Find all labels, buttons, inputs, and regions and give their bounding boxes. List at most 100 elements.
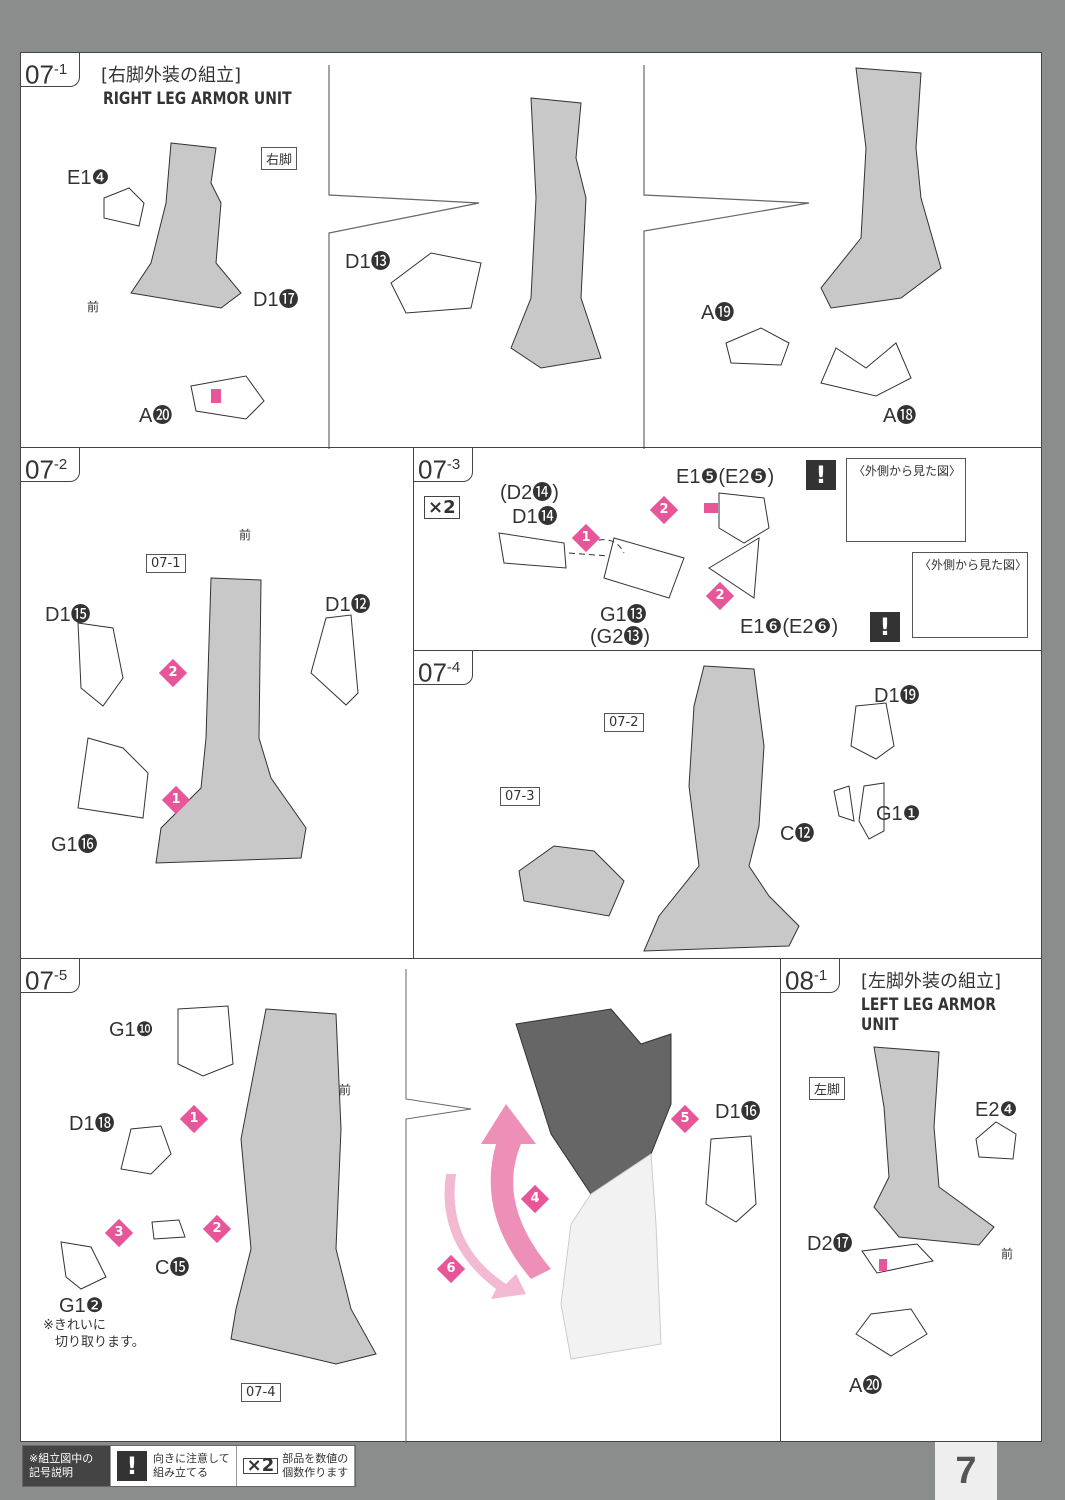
step-marker: 1 [161,785,191,815]
legend-text: 部品を数値の [282,1452,349,1465]
step-07-3-panel: 07-3 ×2 (D2⓮) D1⓮ E1❺(E2❺) ! G1⓭ (G2⓭) E… [413,447,1042,651]
step-title-en: LEFT LEG ARMOR UNIT [861,995,996,1035]
armor-part [190,375,265,420]
armor-part [855,1308,928,1357]
cut-cleanly-note: ※きれいに切り取ります。 [43,1317,145,1351]
step-number: 07-2 [21,448,81,485]
part-label: G1❷ [59,1295,104,1317]
step-07-5-panel: 07-5 G1❿ D1⓲ C⓯ G1❷ D1⓰ ※きれいに切り取ります。 前 0… [20,958,781,1443]
step-07-1-panel: 07-1 [右脚外装の組立] RIGHT LEG ARMOR UNIT 右脚 E… [20,52,1042,449]
armor-part [310,614,359,706]
front-direction-label: 前 [239,528,252,542]
panel-dividers [328,65,810,449]
armor-part [77,622,124,707]
leg-illustration [155,577,307,864]
step-number: 07-1 [21,53,81,90]
part-label: G1❿ [109,1019,154,1041]
part-label: C⓬ [780,823,815,845]
legend-text: 個数作ります [282,1466,349,1479]
step-marker: 2 [158,658,188,688]
part-label: G1⓰ [51,834,98,856]
step-title-jp: [左脚外装の組立] [861,971,1002,992]
inset-caption: 〈外側から見た図〉 [919,558,1028,572]
step-marker: 4 [520,1184,550,1214]
left-leg-tag: 左脚 [809,1077,846,1100]
leg-illustration [643,665,800,952]
part-label: D1⓯ [45,604,91,626]
part-label: D1⓬ [325,594,371,616]
armor-part [77,737,149,819]
warning-icon: ! [117,1451,147,1481]
manual-page: 07-1 [右脚外装の組立] RIGHT LEG ARMOR UNIT 右脚 E… [20,52,1042,1443]
part-label: (G2⓭) [590,626,650,648]
part-label: G1⓭ [600,604,647,626]
inset-caption: 〈外側から見た図〉 [853,464,962,478]
armor-part [833,782,885,840]
note-line: ※きれいに [43,1318,106,1333]
warning-icon: ! [806,460,836,490]
legend-text: 向きに注意して [153,1452,230,1465]
page-number: 7 [935,1442,997,1500]
front-direction-label: 前 [339,1083,352,1097]
legend-warning: !向きに注意して組み立てる [111,1446,237,1486]
leg-illustration [515,1008,672,1360]
part-label: E2❹ [975,1099,1018,1121]
step-number: 07-3 [414,448,474,485]
panel-divider [405,969,472,1443]
armor-part [850,702,895,760]
part-label: D1⓮ [512,506,558,528]
part-label: A⓳ [701,302,735,324]
warning-icon: ! [870,612,900,642]
leg-frame-illustration [510,97,602,369]
step-marker: 3 [104,1218,134,1248]
leg-illustration [230,1008,377,1365]
quantity-x2-icon: ×2 [242,1457,279,1475]
part-label: A⓴ [139,405,173,427]
part-label: A⓴ [849,1375,883,1397]
legend-heading: ※組立図中の記号説明 [23,1446,111,1486]
part-label: E1❺(E2❺) [676,466,775,488]
armor-part [518,845,625,917]
step-08-1-panel: 08-1 [左脚外装の組立] LEFT LEG ARMOR UNIT 左脚 E2… [780,958,1042,1442]
part-label: (D2⓮) [500,482,559,504]
armor-part [704,492,770,544]
step-marker: 1 [571,523,601,553]
step-marker: 2 [202,1214,232,1244]
step-number: 07-4 [414,651,474,688]
part-label: D2⓱ [807,1233,853,1255]
armor-part [390,252,482,314]
step-marker: 1 [179,1104,209,1134]
step-marker: 2 [705,581,735,611]
part-label: D1⓳ [874,685,920,707]
front-direction-label: 前 [1001,1247,1014,1261]
armor-part [725,327,790,366]
step-title-en: RIGHT LEG ARMOR UNIT [103,89,292,109]
step-marker: 6 [436,1254,466,1284]
armor-part [975,1121,1017,1160]
step-07-2-panel: 07-2 07-1 前 D1⓯ D1⓬ G1⓰ 2 1 [20,447,414,959]
leg-frame-illustration [820,67,942,309]
reference-tag: 07-3 [500,787,540,806]
part-label: E1❻(E2❻) [740,616,839,638]
armor-part [60,1241,107,1290]
note-line: 切り取ります。 [55,1335,145,1350]
armor-part [820,342,912,397]
part-label: D1⓭ [345,251,391,273]
front-direction-label: 前 [87,300,100,314]
outside-view-inset: 〈外側から見た図〉 [912,552,1028,638]
leg-frame-illustration [873,1046,995,1246]
armor-part [177,1005,234,1077]
armor-part [151,1219,186,1240]
reference-tag: 07-2 [604,713,644,732]
step-title-jp: [右脚外装の組立] [101,65,242,86]
step-number: 08-1 [781,959,841,996]
step-marker: 2 [649,495,679,525]
rotate-arrow [444,1104,551,1299]
armor-part [103,187,145,227]
part-label: A⓲ [883,405,917,427]
legend-heading-line: ※組立図中の [29,1452,94,1465]
armor-part [861,1243,934,1274]
armor-part [705,1135,757,1223]
